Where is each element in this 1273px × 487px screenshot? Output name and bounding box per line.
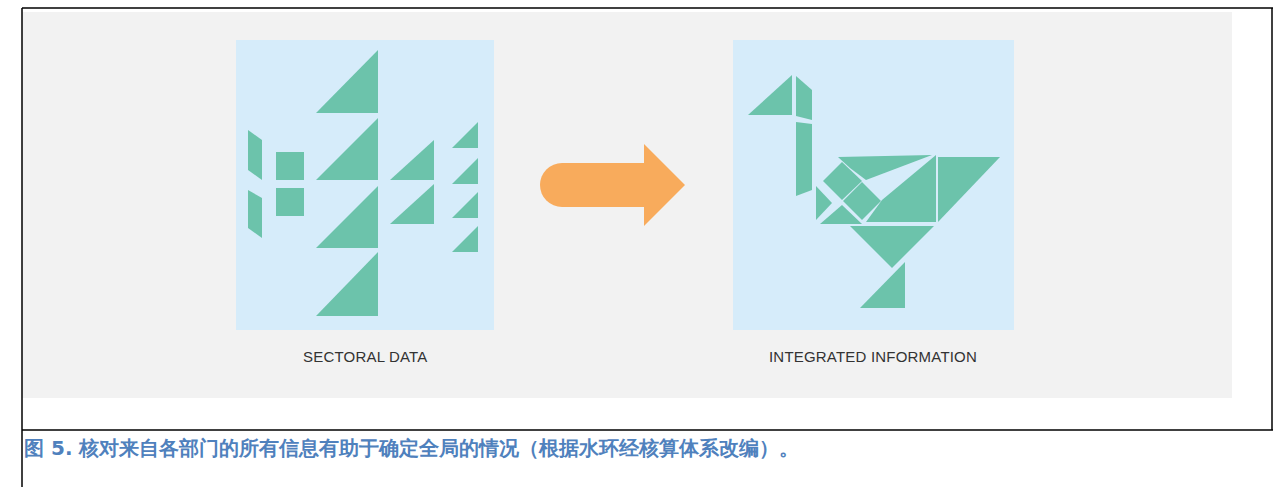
- swan-figure: [748, 75, 1000, 308]
- panel-label: SECTORAL DATA: [303, 348, 428, 365]
- figure-caption: 图 5. 核对来自各部门的所有信息有助于确定全局的情况（根据水环经核算体系改编）…: [24, 435, 1254, 462]
- blue-square: [236, 40, 494, 330]
- frame-line: [22, 7, 1273, 9]
- panel-node: SECTORAL DATA: [236, 40, 494, 386]
- panel-label: INTEGRATED INFORMATION: [769, 348, 977, 365]
- frame-line: [21, 8, 23, 487]
- frame-line: [1271, 8, 1273, 430]
- grey-panel: [22, 12, 1232, 398]
- blue-square: [733, 40, 1014, 330]
- tangram-pieces: [248, 50, 478, 316]
- frame-line: [22, 429, 1273, 431]
- block-arrow: [562, 163, 644, 207]
- panel-node: INTEGRATED INFORMATION: [733, 40, 1014, 386]
